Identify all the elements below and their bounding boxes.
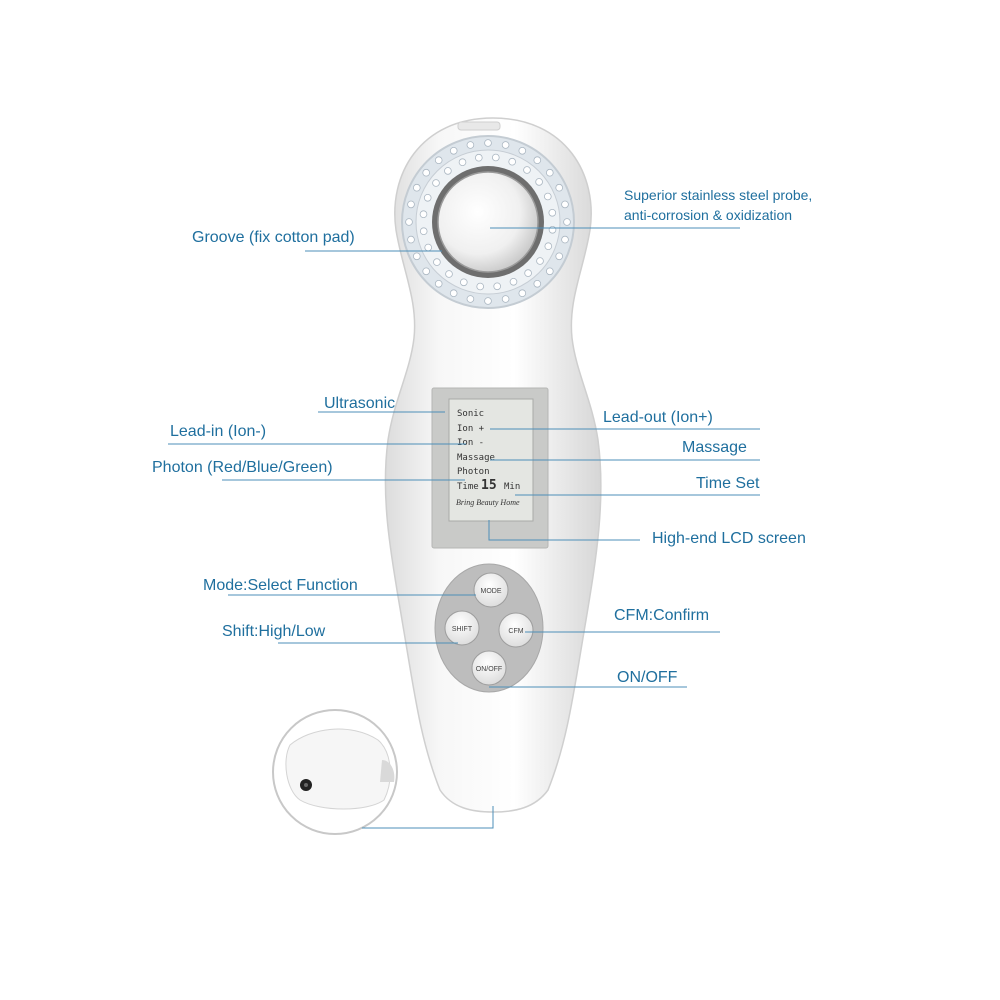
led-dot [563, 218, 571, 226]
button-panel [434, 563, 544, 693]
led-dot [548, 209, 557, 217]
led-dot [491, 153, 500, 162]
led-dot [419, 227, 428, 236]
led-dot [466, 141, 475, 149]
onoff-button[interactable]: ON/OFF [471, 650, 507, 686]
lcd-line-massage: Massage [457, 453, 495, 463]
led-dot [518, 147, 527, 155]
led-dot [533, 279, 542, 288]
led-dot [434, 156, 443, 165]
label-massage: Massage [682, 439, 747, 456]
led-dot [459, 278, 468, 287]
led-dot [407, 235, 415, 244]
led-dot [424, 243, 433, 252]
lcd-line-photon: Photon [457, 467, 490, 477]
led-dot [422, 168, 431, 177]
led-dot [523, 166, 531, 174]
label-lcd-screen: High-end LCD screen [652, 530, 806, 547]
led-dot [509, 277, 518, 286]
led-dot [476, 282, 485, 291]
led-dot [535, 178, 543, 186]
lcd-time-label: Time [457, 482, 479, 492]
label-photon: Photon (Red/Blue/Green) [152, 459, 333, 476]
lcd-time-value: 15 [481, 478, 497, 493]
cfm-button[interactable]: CFM [498, 612, 534, 648]
label-probe-line1: Superior stainless steel probe, [624, 187, 813, 203]
led-dots [405, 139, 571, 305]
svg-text:ON/OFF: ON/OFF [476, 666, 502, 673]
led-dot [555, 252, 563, 261]
led-dot [423, 194, 432, 202]
led-dot [544, 242, 553, 251]
led-dot [484, 297, 492, 305]
label-shift: Shift:High/Low [222, 623, 326, 640]
led-dot [545, 267, 554, 276]
leader-lcd [488, 520, 640, 541]
led-dot [533, 156, 542, 165]
led-dot [484, 139, 492, 147]
led-dot [432, 179, 440, 187]
led-dot [518, 289, 527, 298]
label-lead-out: Lead-out (Ion+) [603, 409, 713, 426]
led-dot [449, 289, 458, 298]
led-dot [545, 168, 554, 177]
label-groove: Groove (fix cotton pad) [192, 229, 355, 246]
lcd-line-ion-minus: Ion - [457, 438, 484, 448]
lcd-time-unit: Min [504, 482, 520, 492]
led-dot [449, 147, 458, 155]
lcd-line-ion-plus: Ion + [457, 424, 485, 434]
led-dot [458, 158, 467, 167]
svg-text:SHIFT: SHIFT [452, 626, 473, 633]
label-on-off: ON/OFF [617, 669, 678, 686]
led-dot [501, 141, 510, 149]
led-dot [474, 153, 483, 162]
led-dot [407, 200, 415, 209]
led-dot [543, 192, 552, 201]
led-dot [555, 183, 563, 192]
led-dot [561, 200, 569, 209]
label-time-set: Time Set [696, 475, 760, 492]
led-dot [466, 295, 475, 303]
leader-lines [168, 227, 760, 688]
shift-button[interactable]: SHIFT [444, 610, 480, 646]
led-dot [548, 226, 557, 234]
top-notch [457, 121, 501, 131]
svg-text:MODE: MODE [481, 588, 502, 595]
led-dot [444, 167, 452, 175]
led-dot [561, 235, 569, 244]
led-dot [501, 295, 510, 303]
label-ultrasonic: Ultrasonic [324, 395, 396, 412]
led-dot [405, 218, 413, 226]
label-probe-line2: anti-corrosion & oxidization [624, 207, 793, 223]
led-dot [524, 269, 532, 277]
led-dot [422, 267, 431, 276]
led-dot [419, 210, 428, 219]
led-dot [536, 257, 544, 265]
led-dot [434, 279, 443, 288]
led-dot [508, 157, 517, 166]
label-lead-in: Lead-in (Ion-) [170, 423, 267, 440]
label-mode-select: Mode:Select Function [203, 577, 358, 594]
svg-text:CFM: CFM [508, 628, 523, 635]
mode-button[interactable]: MODE [473, 572, 509, 608]
led-dot [412, 183, 421, 192]
label-cfm: CFM:Confirm [614, 607, 710, 624]
closeup-connector [362, 806, 494, 829]
lcd-brand: Bring Beauty Home [456, 498, 520, 507]
led-dot [433, 258, 441, 266]
led-dot [445, 270, 453, 278]
led-dot [493, 282, 502, 291]
led-dot [412, 252, 421, 261]
lcd-line-sonic: Sonic [457, 409, 484, 419]
